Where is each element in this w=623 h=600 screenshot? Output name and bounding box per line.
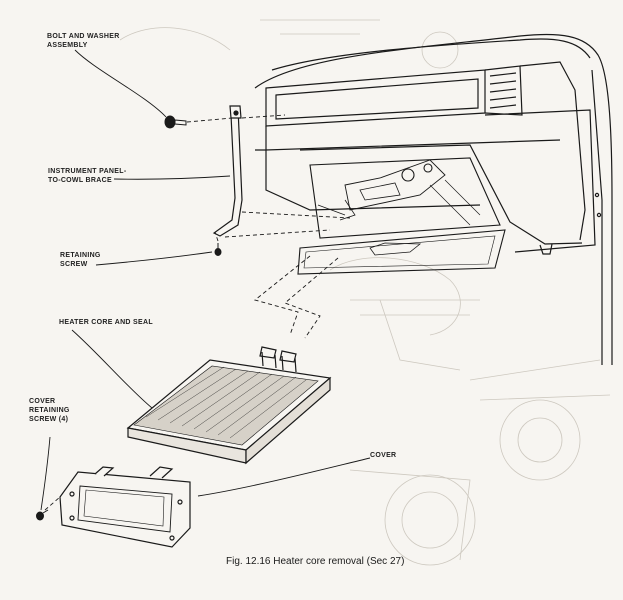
- instrument-panel-brace: [212, 105, 243, 237]
- glove-box-opening: [297, 157, 506, 275]
- heater-core: [126, 346, 332, 465]
- background-ghost-lines: [119, 19, 611, 566]
- figure-caption: Fig. 12.16 Heater core removal (Sec 27): [226, 556, 405, 567]
- cover-screw-icon: [36, 509, 49, 521]
- label-cover: COVER: [370, 452, 397, 459]
- label-heater-core-and-seal: HEATER CORE AND SEAL: [59, 319, 153, 326]
- cover-plate: [59, 466, 191, 548]
- bolt-and-washer-icon: [164, 115, 187, 129]
- leader-lines: [40, 49, 371, 511]
- retaining-screw-icon: [214, 243, 222, 256]
- label-instrument-panel-brace: INSTRUMENT PANEL-TO-COWL BRACE: [48, 168, 127, 184]
- instrument-panel: [254, 33, 613, 365]
- dashed-guide-lines: [44, 114, 351, 511]
